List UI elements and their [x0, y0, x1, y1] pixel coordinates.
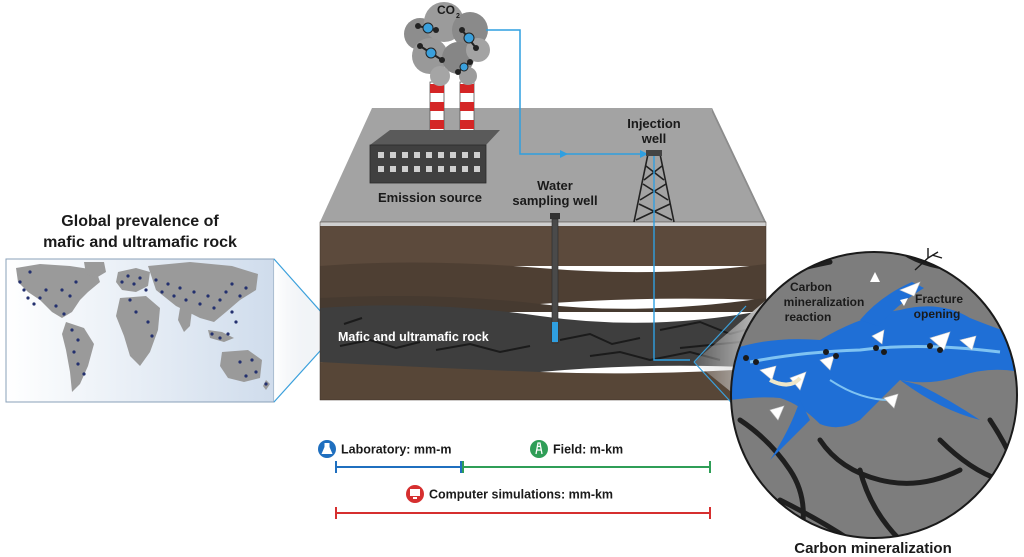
- fracture-label-2: opening: [914, 307, 961, 321]
- field-scale-label: Field: m-km: [553, 443, 623, 457]
- co2-molecule-icon: [417, 43, 445, 63]
- water-well-label-2: sampling well: [512, 193, 597, 208]
- co2-molecule-icon: [415, 22, 439, 34]
- map-continents: [16, 262, 270, 392]
- water-well-label-1: Water: [537, 178, 573, 193]
- scale-legend: Laboratory: mm-m Field: m-km Computer si…: [318, 440, 711, 519]
- well-icon: [530, 440, 548, 458]
- injection-well-label-1: Injection: [627, 116, 681, 131]
- map-rock-dots: [18, 270, 268, 386]
- co2-smoke-cloud: CO 2: [404, 2, 490, 86]
- injection-well-label-2: well: [641, 131, 667, 146]
- carbon-reaction-label-3: reaction: [785, 310, 832, 324]
- co2-molecule-icon: [459, 27, 479, 51]
- co2-label: CO: [437, 3, 455, 17]
- carbon-reaction-label-2: mineralization: [784, 295, 865, 309]
- co2-subscript: 2: [456, 13, 460, 20]
- emission-source-factory: Emission source: [369, 81, 500, 205]
- factory-windows: [378, 152, 480, 172]
- global-prevalence-title-2: mafic and ultramafic rock: [43, 234, 237, 251]
- water-sampling-well: Water sampling well: [512, 178, 598, 344]
- mineral-fragments: [759, 281, 977, 421]
- emission-source-label: Emission source: [378, 190, 482, 205]
- derrick-icon: [633, 153, 675, 223]
- fracture-label-1: Fracture: [915, 292, 963, 306]
- computer-scale-label: Computer simulations: mm-km: [429, 488, 613, 502]
- crack-tip-icon: [914, 248, 943, 271]
- global-prevalence-title-1: Global prevalence of: [61, 213, 219, 230]
- soil-layer-top: [320, 226, 766, 266]
- map-callout-funnel: [274, 259, 330, 402]
- co2-pipeline: [486, 29, 652, 158]
- co2-molecule-icon: [743, 343, 943, 365]
- pipeline-arrow-icon: [640, 150, 648, 158]
- carbon-mineralization-title: Carbon mineralization: [794, 540, 952, 557]
- pipeline-arrow-icon: [560, 150, 568, 158]
- scale-laboratory: Laboratory: mm-m: [318, 440, 462, 473]
- carbon-mineralization-zoom: Carbon mineralization reaction Fracture …: [730, 248, 1018, 539]
- injection-well: Injection well: [627, 116, 690, 361]
- scale-computer-simulations: Computer simulations: mm-km: [335, 485, 711, 519]
- scale-field: Field: m-km: [462, 440, 711, 473]
- carbon-reaction-label-1: Carbon: [790, 280, 832, 294]
- mafic-rock-label: Mafic and ultramafic rock: [338, 330, 489, 344]
- ground-block: [319, 108, 767, 401]
- world-map-panel: [5, 258, 275, 403]
- laboratory-scale-label: Laboratory: mm-m: [341, 443, 451, 457]
- fracture-arrow-icon: [870, 272, 908, 306]
- co2-molecule-icon: [455, 59, 473, 75]
